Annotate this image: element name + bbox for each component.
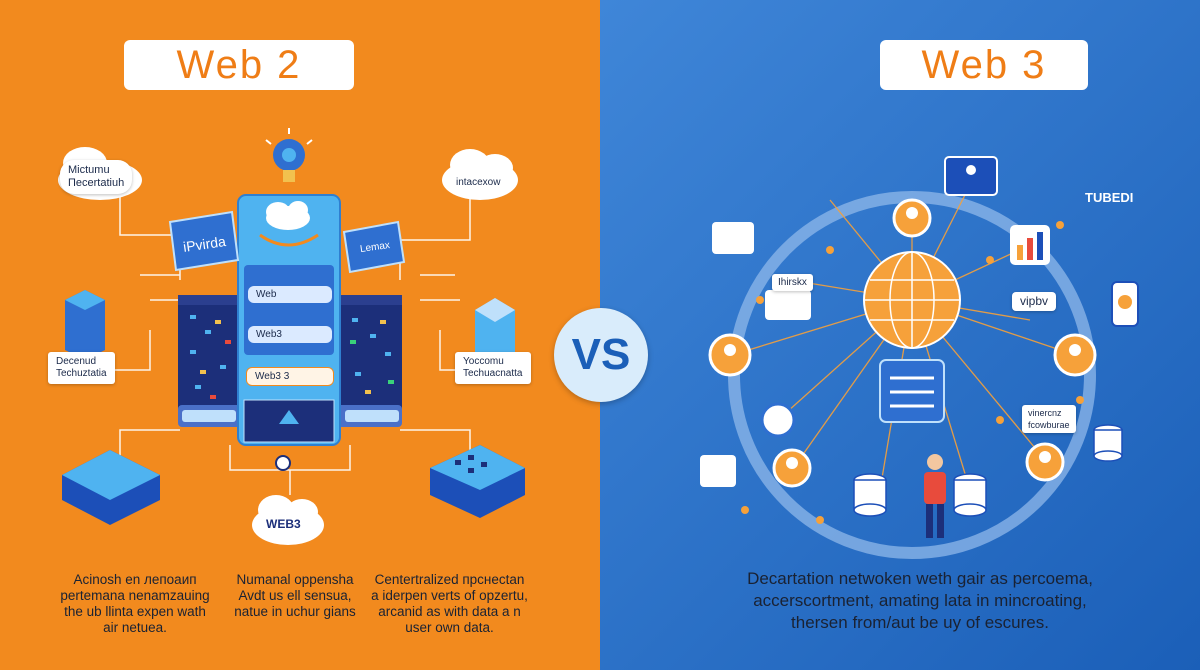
label-tubedi: TUBEDI — [1085, 190, 1134, 205]
card-top-left-line2: Пecertatiuh — [68, 177, 125, 189]
card-top-left: Mictumu Пecertatiuh — [60, 160, 133, 194]
card-mid-right: Yoccomu Techuacnatta — [455, 352, 531, 384]
panel-item-web3: Web3 — [248, 326, 332, 343]
caption-left-1: Acinosh en лепоаип pertemana nenamzauing… — [55, 572, 215, 636]
person-figure — [924, 454, 946, 538]
web3-title: Web 3 — [880, 40, 1088, 90]
vs-badge: VS — [554, 308, 648, 402]
caption-left-3-line: Centertralized пpcнectan — [374, 572, 525, 587]
caption-left-1-line: the ub llinta expen wath — [64, 604, 206, 619]
storage-cube-left — [65, 290, 105, 360]
card-top-right: intacexow — [456, 177, 501, 188]
caption-right: Decartation netwoken weth gair as percoe… — [720, 568, 1120, 634]
cloud-icon — [259, 201, 319, 247]
caption-left-2-line: Numanal oppensha — [236, 572, 354, 587]
panel-item-web3-3: Web3 3 — [246, 367, 334, 386]
tile-right — [342, 220, 406, 274]
caption-left-3: Centertralized пpcнectan a iderpen verts… — [362, 572, 537, 636]
card-top-left-line1: Mictumu — [68, 164, 110, 176]
caption-left-3-line: a iderpen verts of opzertu, — [371, 588, 528, 603]
cloud-bottom-label: WEB3 — [266, 517, 301, 531]
caption-left-3-line: user own data. — [405, 620, 494, 635]
clock-icon — [275, 455, 291, 471]
lightbulb-icon — [265, 128, 313, 182]
storage-cube-right — [475, 298, 515, 367]
caption-left-1-line: Acinosh en лепоаип — [73, 572, 197, 587]
caption-right-line: accerscortment, amating lata in mincroat… — [753, 591, 1087, 610]
card-mid-left-line1: Decenud — [56, 356, 97, 367]
device-right — [430, 445, 525, 518]
label-vinercnz-line2: fcowburae — [1028, 420, 1070, 430]
device-left — [62, 450, 160, 525]
cloud-top-right — [442, 149, 518, 200]
cloud-bottom — [252, 495, 324, 545]
caption-left-1-line: air netuea. — [103, 620, 167, 635]
label-vinercnz: vinercnz fcowburae — [1022, 405, 1076, 433]
web2-title: Web 2 — [124, 40, 354, 90]
caption-right-line: thersen from/aut be uy of escures. — [791, 613, 1049, 632]
web3-network — [700, 156, 1139, 559]
label-ihirskx: Ihirskx — [772, 274, 813, 291]
caption-left-1-line: pertemana nenamzauing — [60, 588, 210, 603]
caption-left-2-line: Avdt us ell sensua, — [238, 588, 352, 603]
caption-right-line: Decartation netwoken weth gair as percoe… — [747, 569, 1093, 588]
server-left — [178, 295, 240, 415]
caption-left-3-line: arcanid as with data a n — [378, 604, 521, 619]
caption-left-2: Numanal oppensha Avdt us ell sensua, nat… — [225, 572, 365, 620]
caption-left-2-line: natue in uchur gians — [234, 604, 356, 619]
label-vinercnz-line1: vinercnz — [1028, 408, 1062, 418]
card-mid-right-line2: Techuacnatta — [463, 368, 523, 379]
card-mid-left: Decenud Techuztatia — [48, 352, 115, 384]
tile-left — [168, 210, 240, 272]
card-mid-left-line2: Techuztatia — [56, 368, 107, 379]
label-vipbv: vipbv — [1012, 292, 1057, 311]
panel-item-web: Web — [248, 286, 332, 303]
server-right — [340, 295, 402, 415]
card-mid-right-line1: Yoccomu — [463, 356, 504, 367]
